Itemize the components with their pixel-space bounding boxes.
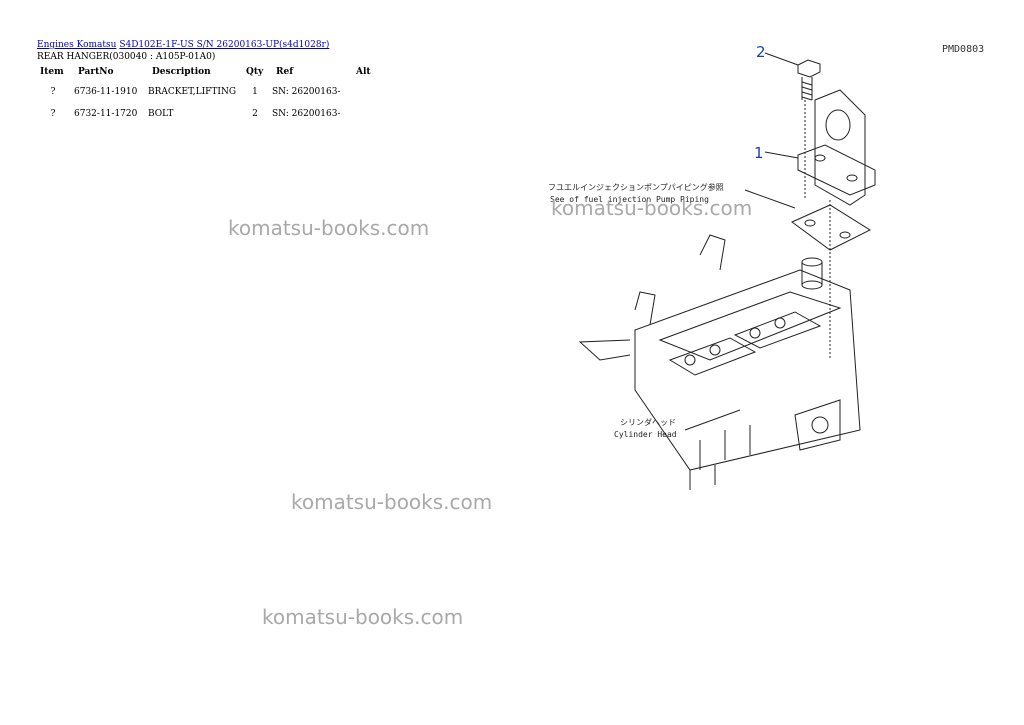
col-header-description: Description xyxy=(152,67,211,77)
cell-ref: SN: 26200163- xyxy=(272,87,341,97)
table-header-row: Item PartNo Description Qty Ref Alt xyxy=(34,65,382,81)
col-header-partno: PartNo xyxy=(78,67,114,77)
note-fuel-jp: フユエルインジェクションポンプパイピング参照 xyxy=(548,182,724,192)
spacer-drawing xyxy=(801,257,823,290)
col-header-alt: Alt xyxy=(356,67,371,77)
note-head-en: Cylinder Head xyxy=(614,430,677,439)
page-title: REAR HANGER(030040 : A105P-01A0) xyxy=(37,52,216,62)
cell-qty: 2 xyxy=(252,109,258,119)
cell-partno: 6736-11-1910 xyxy=(74,87,138,97)
col-header-qty: Qty xyxy=(246,67,264,77)
watermark: komatsu-books.com xyxy=(291,490,493,514)
parts-diagram: PMD0803 2 1 フユエルインジェクションポンプパイピング参照 See o… xyxy=(548,43,984,490)
cell-item: ? xyxy=(50,109,56,119)
watermark: komatsu-books.com xyxy=(551,196,753,220)
breadcrumb: Engines Komatsu S4D102E-1F-US S/N 262001… xyxy=(37,40,329,50)
cell-description: BRACKET,LIFTING xyxy=(148,87,237,97)
col-header-item: Item xyxy=(40,67,64,77)
table-row: ? 6736-11-1910 BRACKET,LIFTING 1 SN: 262… xyxy=(34,81,382,103)
cylinder-head-drawing xyxy=(578,234,861,490)
callout-2: 2 xyxy=(756,43,766,61)
cell-partno: 6732-11-1720 xyxy=(74,109,138,119)
cell-qty: 1 xyxy=(252,87,258,97)
drawing-code: PMD0803 xyxy=(942,44,984,55)
cell-ref: SN: 26200163- xyxy=(272,109,341,119)
cell-item: ? xyxy=(50,87,56,97)
breadcrumb-link-engines[interactable]: Engines Komatsu xyxy=(37,40,117,50)
cell-alt xyxy=(350,103,382,125)
callout-1: 1 xyxy=(754,144,764,162)
watermark: komatsu-books.com xyxy=(262,605,464,629)
note-fuel-en: See of fuel injection Pump Piping xyxy=(550,195,709,204)
note-head-jp: シリンダヘッド xyxy=(620,417,676,427)
watermark: komatsu-books.com xyxy=(228,216,430,240)
gasket-drawing xyxy=(791,204,872,251)
cell-alt xyxy=(350,81,382,103)
table-row: ? 6732-11-1720 BOLT 2 SN: 26200163- xyxy=(34,103,382,125)
breadcrumb-link-model[interactable]: S4D102E-1F-US S/N 26200163-UP(s4d1028r) xyxy=(119,40,330,50)
bracket-drawing xyxy=(797,89,876,206)
col-header-ref: Ref xyxy=(276,67,294,77)
bolt-drawing xyxy=(797,59,821,101)
cell-description: BOLT xyxy=(148,109,174,119)
parts-table: Item PartNo Description Qty Ref Alt ? 67… xyxy=(34,65,382,125)
